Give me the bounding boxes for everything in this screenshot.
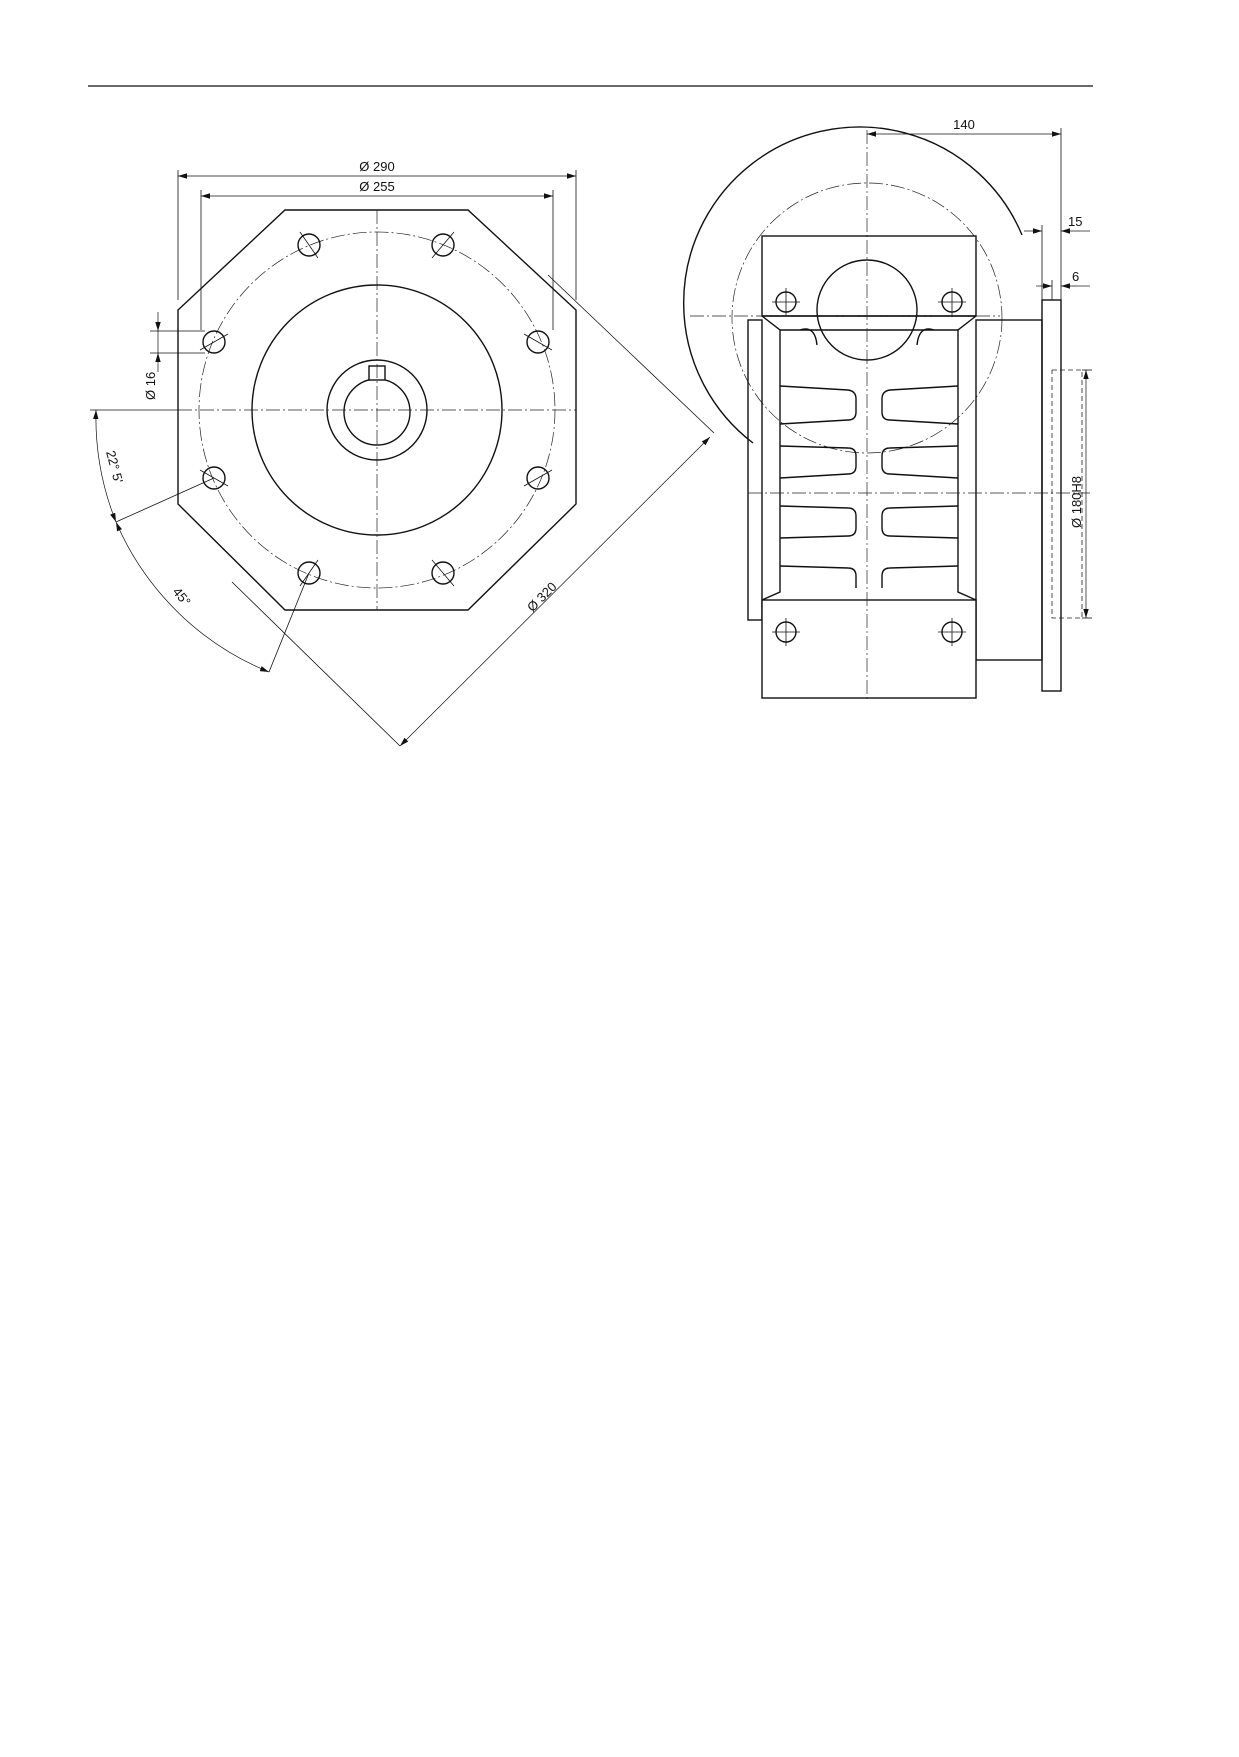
- dim-line-flange-diag: [399, 436, 711, 747]
- dim-width: 140: [953, 117, 975, 132]
- side-back-block: [747, 319, 763, 621]
- front-view: Ø 290 Ø 255 Ø 320 Ø 16 22° 5' 45°: [90, 159, 715, 747]
- side-flange-plate: [1041, 299, 1062, 692]
- bolt-hole: [297, 233, 321, 257]
- dim-arc-angle-pitch: [115, 521, 270, 673]
- housing-bottom-block: [761, 599, 977, 699]
- bolt-hole: [431, 233, 455, 257]
- dim-pcd-inner: Ø 255: [359, 179, 394, 194]
- bolt-hole: [202, 330, 226, 354]
- dim-hole: Ø 16: [143, 372, 158, 400]
- housing-top-block: [761, 235, 977, 317]
- cooling-ribs: [779, 385, 959, 588]
- housing-body: [761, 315, 977, 601]
- dim-flange-thk: 15: [1068, 214, 1082, 229]
- dim-arc-angle-offset: [93, 409, 117, 523]
- hidden-spigot: [1051, 369, 1083, 619]
- dim-angle-offset: 22° 5': [103, 449, 126, 485]
- dim-pcd-outer: Ø 290: [359, 159, 394, 174]
- side-view: 140 15 6 Ø 180H8: [682, 117, 1092, 700]
- wheel-housing: [682, 126, 1023, 444]
- dim-angle-pitch: 45°: [170, 584, 194, 609]
- wheel-pitch-circle: [731, 182, 1003, 454]
- dim-spigot: 6: [1072, 269, 1079, 284]
- bolt-hole: [297, 561, 321, 585]
- bolt-hole: [202, 466, 226, 490]
- side-adaptor: [975, 319, 1043, 661]
- bolt-hole: [526, 330, 550, 354]
- dim-flange-diag: Ø 320: [524, 579, 560, 615]
- side-bolt-holes: [772, 288, 966, 646]
- dim-spigot-dia: Ø 180H8: [1069, 476, 1084, 528]
